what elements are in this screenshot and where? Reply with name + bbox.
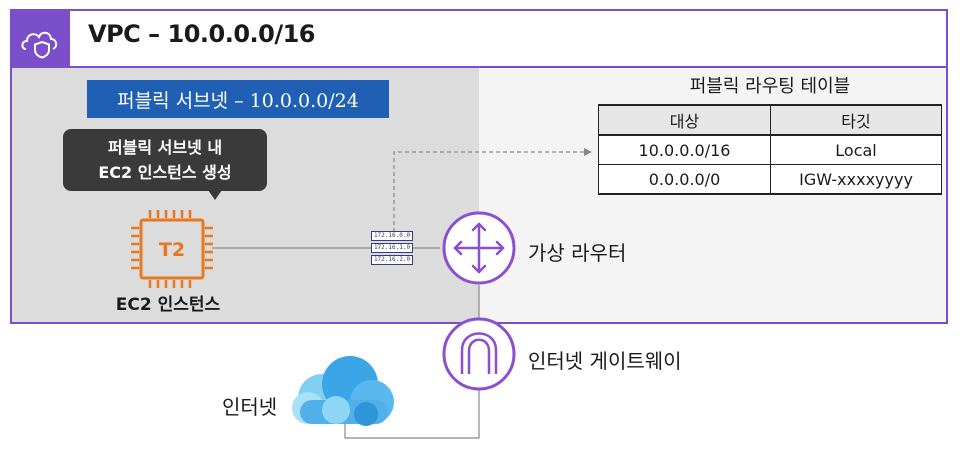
route-table-title: 퍼블릭 라우팅 테이블 [689,76,851,97]
public-subnet-label: 퍼블릭 서브넷 – 10.0.0.0/24 [87,80,389,118]
callout-line-1: 퍼블릭 서브넷 내 [107,138,223,157]
route-destination: 0.0.0.0/0 [598,164,771,195]
vpc-title: VPC – 10.0.0.0/16 [88,20,316,48]
route-target: IGW-xxxxyyyy [770,164,942,195]
vpc-header [12,11,946,68]
callout-line-2: EC2 인스턴스 생성 [98,163,232,182]
router-prefix-list: 172.16.0.0 172.16.1.0 172.16.2.0 [371,231,413,265]
vpc-icon [12,11,70,68]
ec2-creation-callout: 퍼블릭 서브넷 내 EC2 인스턴스 생성 [63,129,267,191]
header-destination: 대상 [598,104,771,136]
prefix-item: 172.16.2.0 [371,255,413,265]
router-label: 가상 라우터 [528,241,627,265]
callout-tail [208,190,222,200]
header-target: 타깃 [770,104,942,136]
route-destination: 10.0.0.0/16 [598,134,771,165]
ec2-chip-text: T2 [159,239,185,261]
route-target: Local [770,134,942,165]
table-row: 10.0.0.0/16 Local [598,134,942,165]
vpc-cloud-shield-icon [21,31,58,59]
table-row: 0.0.0.0/0 IGW-xxxxyyyy [598,164,942,195]
prefix-item: 172.16.1.0 [371,243,413,253]
ec2-label: EC2 인스턴스 [115,295,221,315]
route-table-header-row: 대상 타깃 [598,104,942,136]
internet-label: 인터넷 [222,395,278,419]
route-table: 대상 타깃 10.0.0.0/16 Local 0.0.0.0/0 IGW-xx… [598,104,942,195]
igw-label: 인터넷 게이트웨이 [528,349,682,373]
prefix-item: 172.16.0.0 [371,231,413,241]
